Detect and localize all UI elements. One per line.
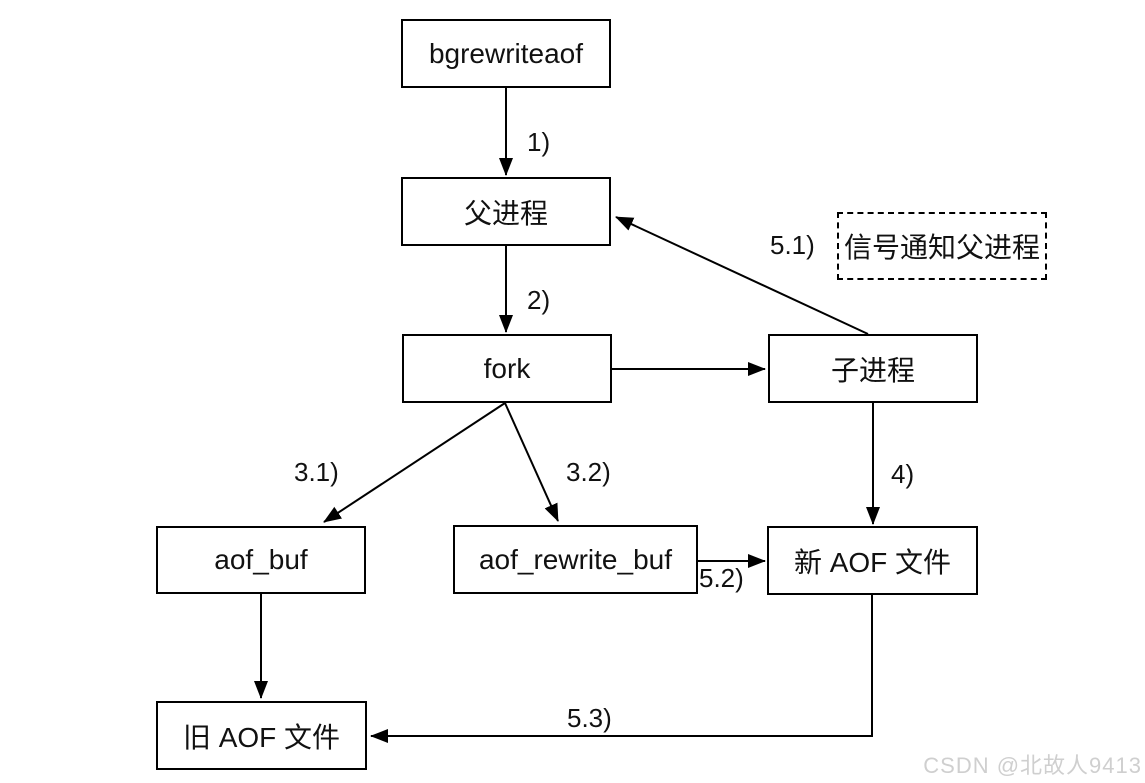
node-parent-process: 父进程 <box>401 177 611 246</box>
note-signal-notify-parent: 信号通知父进程 <box>837 212 1047 280</box>
edge-step3-1-arrow <box>323 402 506 523</box>
node-old-aof-file: 旧 AOF 文件 <box>156 701 367 770</box>
edge-label-step3-1: 3.1) <box>294 457 339 487</box>
node-child-process: 子进程 <box>768 334 978 403</box>
edge-step5-1-arrow <box>615 216 869 335</box>
node-new-aof-file: 新 AOF 文件 <box>767 526 978 595</box>
edge-label-step3-2: 3.2) <box>566 457 611 487</box>
edge-step5-3-arrow <box>370 595 873 743</box>
edge-label-step1: 1) <box>527 127 551 157</box>
node-bgrewriteaof: bgrewriteaof <box>401 19 611 88</box>
node-fork: fork <box>402 334 612 403</box>
edge-step3-2-arrow <box>504 402 559 522</box>
node-aof-buf: aof_buf <box>156 526 366 594</box>
node-aof-rewrite-buf: aof_rewrite_buf <box>453 525 698 594</box>
edge-label-step5-3: 5.3) <box>567 703 612 733</box>
edge-label-step5-2: 5.2) <box>699 563 744 593</box>
edge-label-step5-1: 5.1) <box>770 230 815 260</box>
edge-label-step2: 2) <box>527 285 551 315</box>
edge-label-step4: 4) <box>891 459 915 489</box>
csdn-watermark: CSDN @北故人9413 <box>923 753 1142 778</box>
